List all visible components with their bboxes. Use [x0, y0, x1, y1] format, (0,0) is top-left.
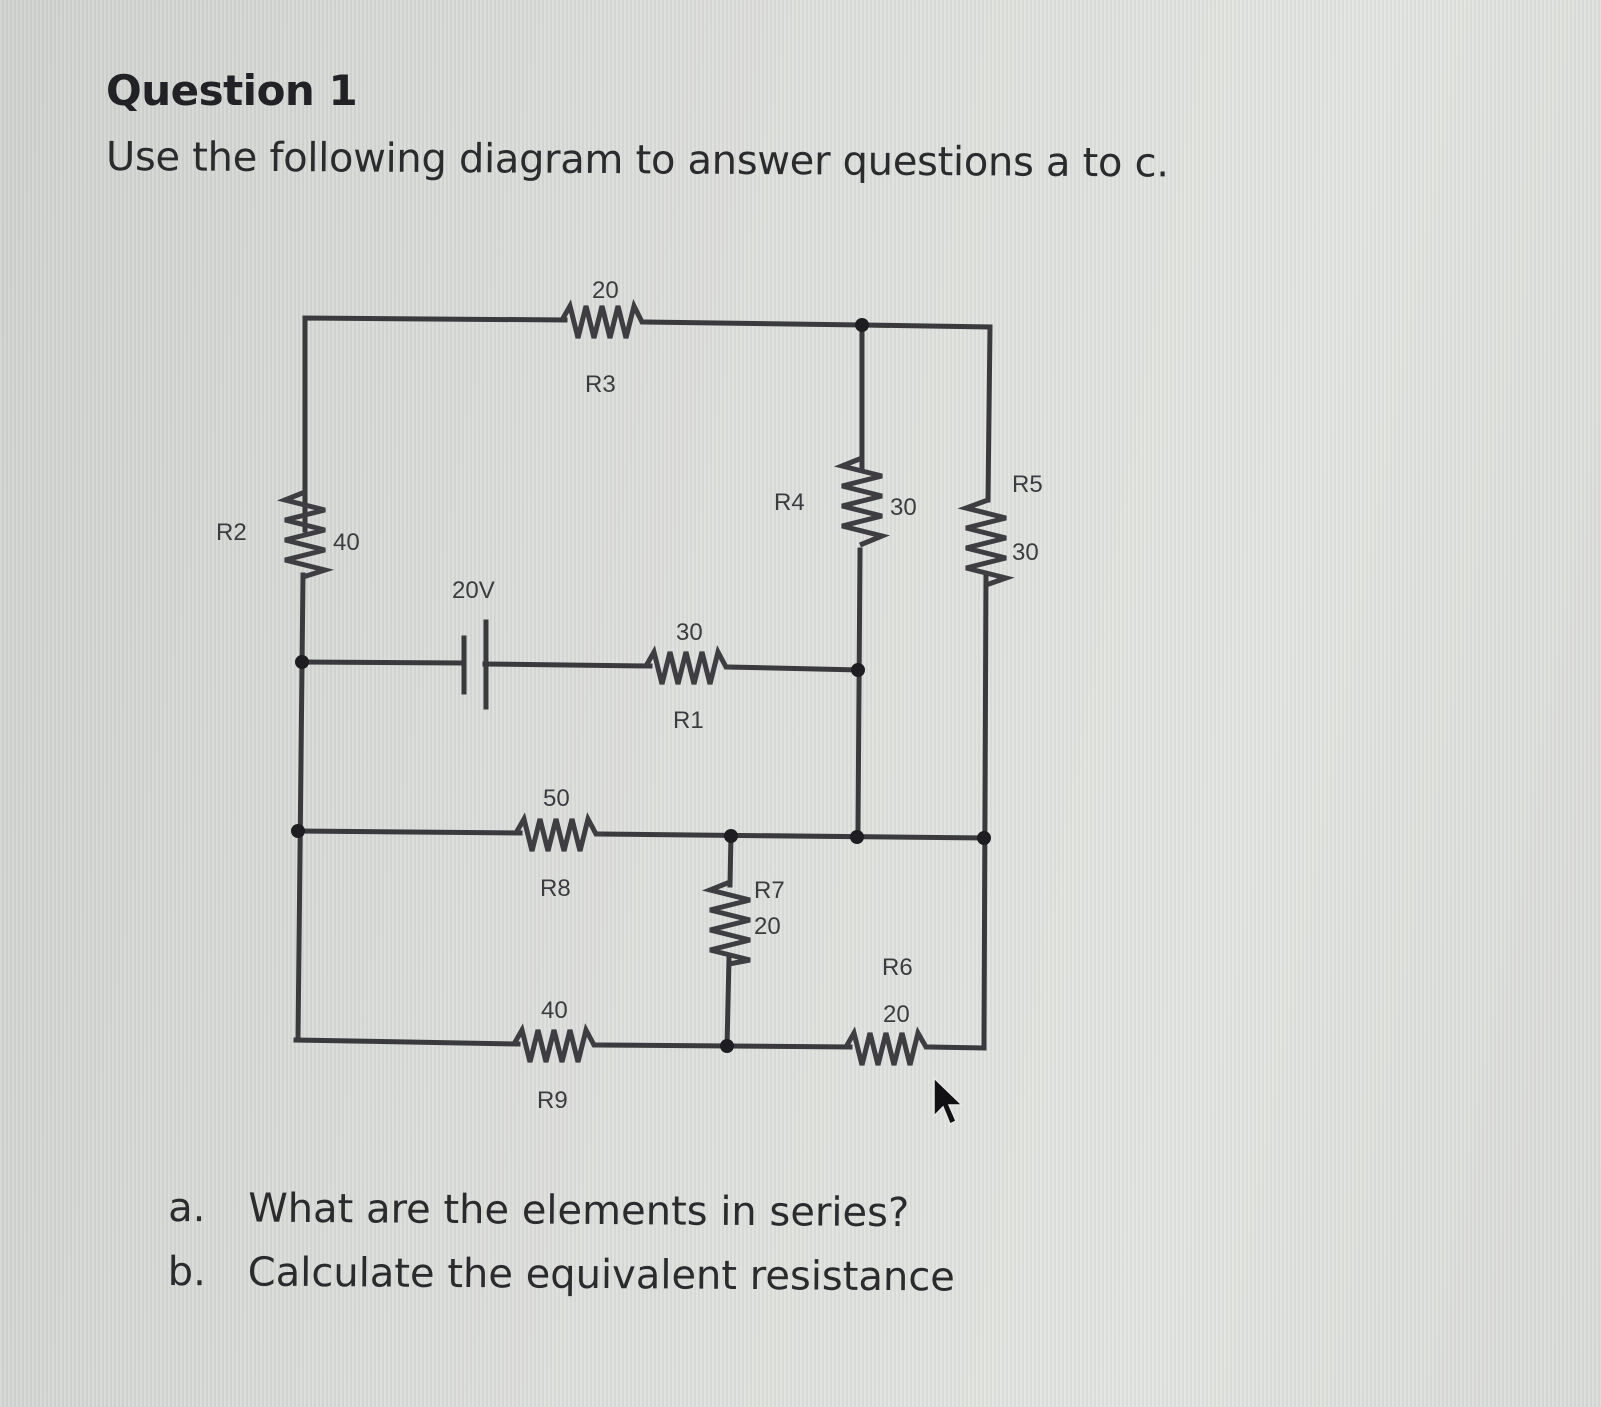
question-list: a. What are the elements in series? b. C…	[168, 1176, 956, 1309]
question-a: a. What are the elements in series?	[168, 1176, 956, 1245]
question-b-text: Calculate the equivalent resistance	[247, 1249, 956, 1301]
junction-nodes	[291, 318, 991, 1053]
r7-value: 20	[754, 913, 781, 940]
question-b: b. Calculate the equivalent resistance	[168, 1240, 956, 1309]
r9-value: 40	[541, 997, 568, 1024]
resistor-r5: R5 30	[957, 471, 1043, 588]
r8-label: R8	[540, 875, 571, 902]
circuit-wires	[293, 315, 993, 1051]
resistor-r1: 30 R1	[643, 619, 732, 734]
r6-value: 20	[883, 1001, 910, 1028]
r5-label: R5	[1012, 471, 1043, 498]
r1-value: 30	[676, 619, 703, 646]
resistor-r6: R6 20	[843, 954, 934, 1066]
question-a-marker: a.	[168, 1185, 206, 1232]
resistor-r9: 40 R9	[511, 997, 604, 1114]
r8-value: 50	[543, 785, 570, 812]
r4-label: R4	[774, 489, 805, 516]
r2-value: 40	[333, 529, 360, 556]
question-b-marker: b.	[167, 1248, 207, 1296]
r3-label: R3	[585, 371, 616, 398]
r4-value: 30	[890, 494, 917, 521]
r1-label: R1	[673, 707, 704, 734]
r5-value: 30	[1012, 539, 1039, 566]
resistor-r8: 50 R8	[513, 785, 604, 902]
question-a-text: What are the elements in series?	[248, 1185, 910, 1237]
r9-label: R9	[537, 1087, 568, 1114]
resistor-r7: R7 20	[701, 877, 785, 967]
r6-label: R6	[882, 954, 913, 981]
r7-label: R7	[754, 877, 785, 904]
mouse-cursor-icon	[933, 1076, 964, 1126]
resistor-r4: R4 30	[774, 455, 917, 548]
question-title: Question 1	[106, 66, 358, 115]
r3-value: 20	[592, 277, 619, 304]
battery-20v: 20V	[452, 577, 495, 710]
r2-label: R2	[216, 519, 247, 546]
battery-label: 20V	[452, 577, 495, 604]
resistor-r3: 20 R3	[559, 277, 650, 398]
resistor-r2: R2 40	[216, 489, 360, 580]
